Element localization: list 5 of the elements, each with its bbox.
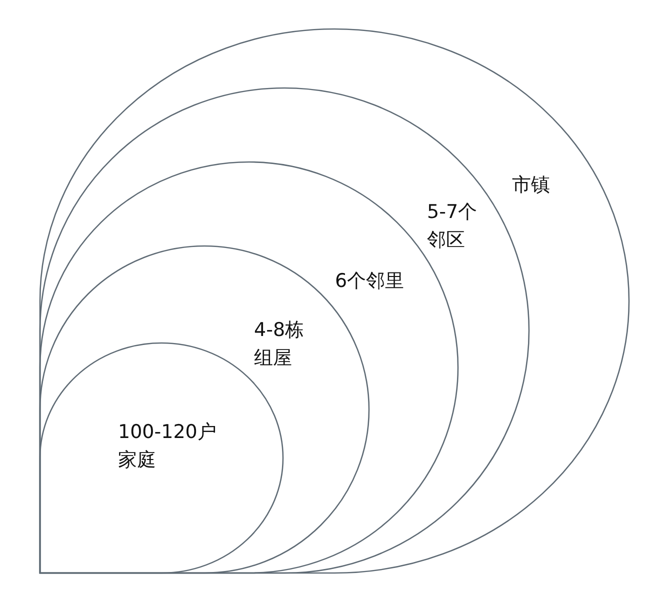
region-label: 市镇 bbox=[512, 173, 551, 198]
region-label: 5-7个邻区 bbox=[427, 200, 478, 253]
region-label: 6个邻里 bbox=[335, 269, 406, 294]
region-label: 4-8栋组屋 bbox=[254, 318, 306, 371]
region-label: 100-120户家庭 bbox=[118, 420, 218, 473]
